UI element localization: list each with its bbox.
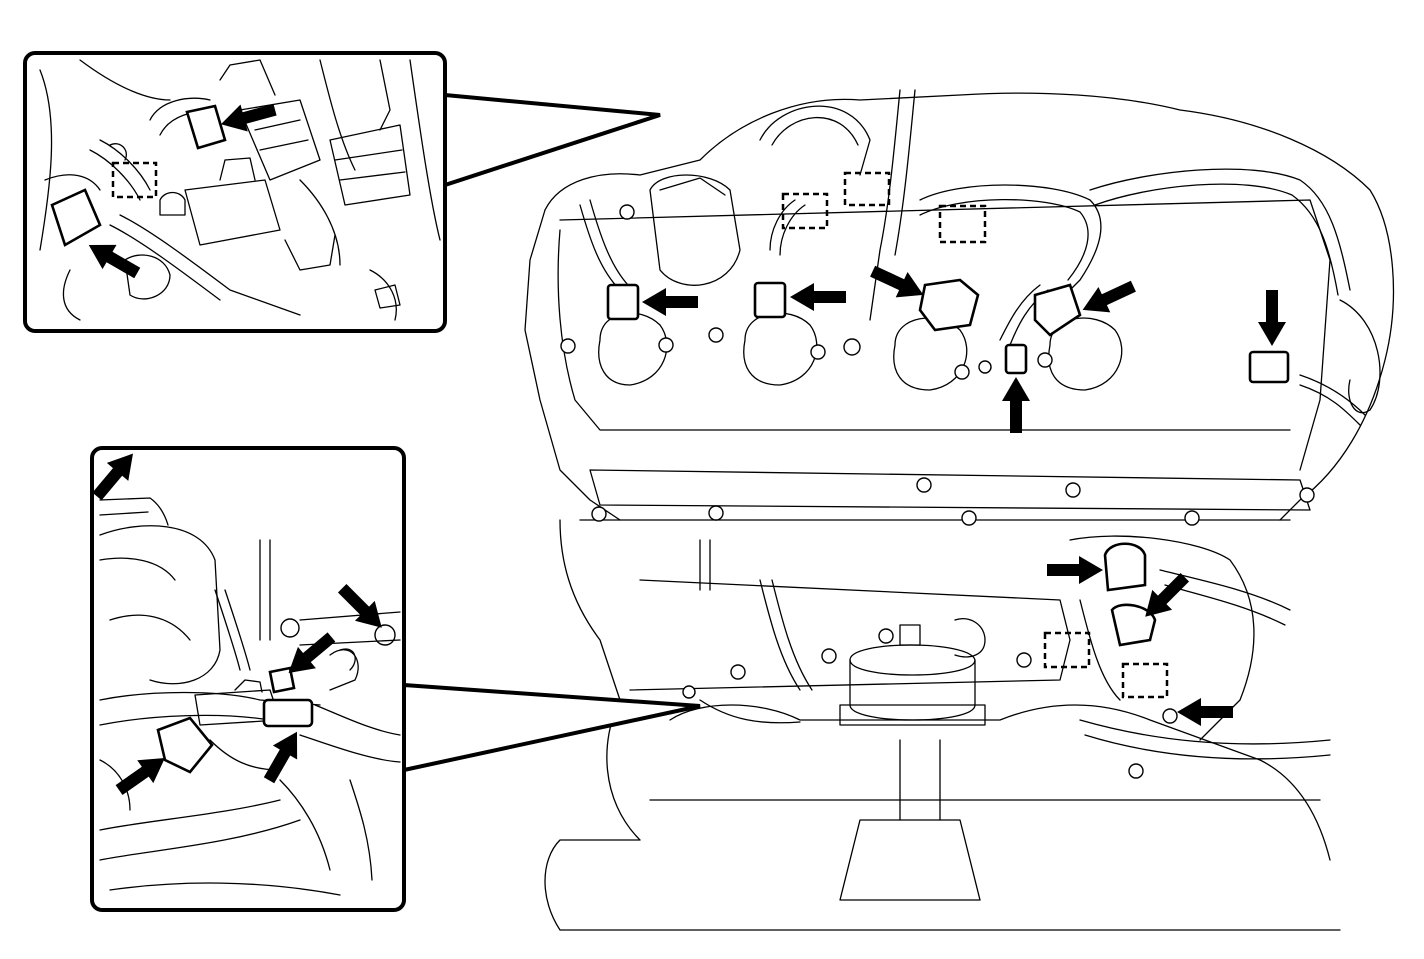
arrow-icon [1047,556,1103,584]
main-arrows [642,258,1286,726]
inset-top [23,51,447,333]
inset-bottom-drawing [99,497,401,896]
connector-icon [753,281,787,319]
connector-icon [1110,603,1157,647]
connector-icon [268,666,296,694]
inset-bottom [86,444,406,912]
main-connectors [606,278,1290,647]
connector-icon [1004,343,1028,375]
arrow-icon [1177,698,1233,726]
engine-block-outline [524,89,1395,931]
dashed-clip-box-icon [781,192,829,230]
dashed-clip-box-icon [843,171,891,207]
connector-icon [1103,542,1147,592]
connector-icon [1033,283,1082,337]
connector-icon [606,283,640,321]
connector-icon [50,188,102,247]
connector-icon [1248,350,1290,384]
arrow-icon [1076,273,1140,323]
main-clip-boxes [781,171,1169,699]
arrow-icon [1002,377,1030,433]
inset-top-drawing [39,59,441,321]
connector-icon [156,716,214,774]
inset-top-frame [23,51,447,333]
connector-icon [185,104,227,150]
arrow-icon [790,283,846,311]
connector-icon [918,278,980,332]
connector-icon [262,698,314,728]
arrow-icon [866,258,930,308]
dashed-clip-box-icon [938,204,987,244]
dashed-clip-box-icon [1121,662,1169,699]
arrow-icon [642,288,698,316]
dashed-clip-box-icon [1043,631,1091,669]
inset-bottom-frame [90,446,406,912]
inset-bottom-leader [402,682,701,773]
arrow-icon [1258,290,1286,346]
dashed-clip-box-icon [111,161,158,199]
inset-top-leader [443,92,661,188]
